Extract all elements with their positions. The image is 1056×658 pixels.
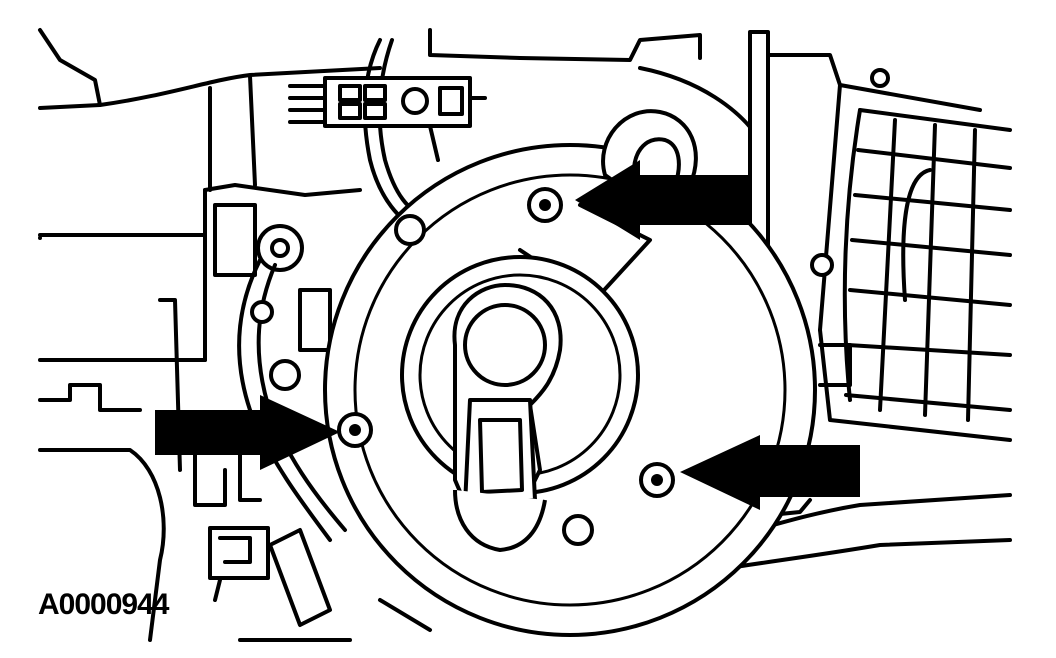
upper-mounting-screw-arrow [575,160,750,240]
lower-right-mounting-screw-arrow [680,435,860,510]
motor-hub [400,255,640,552]
lower-right-screw [639,462,675,498]
left-screw [337,412,373,448]
figure-id-label: A0000944 [38,588,169,621]
evaporator-grid [768,53,1012,442]
upper-screw [527,187,563,223]
duct-housing-outline [38,28,762,642]
left-mounting-screw-arrow [155,395,340,470]
left-bracket [193,183,362,627]
